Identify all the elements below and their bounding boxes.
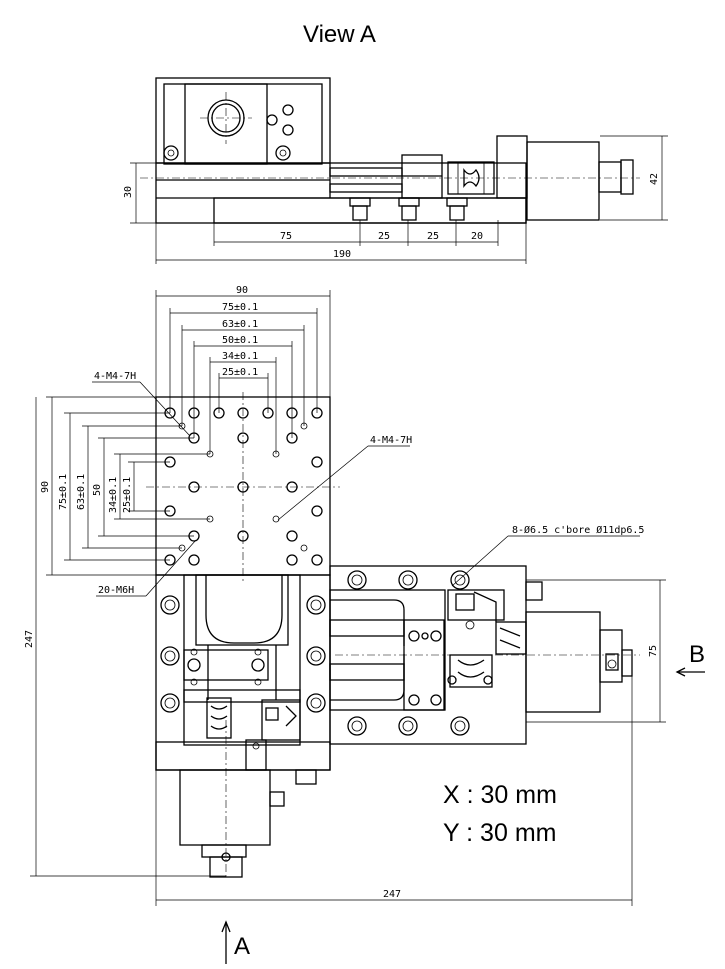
dim-63: 63±0.1 — [222, 319, 258, 330]
callout-m6: 20-M6H — [98, 585, 134, 596]
dim-42-side: 42 — [649, 173, 660, 185]
dim-34: 34±0.1 — [222, 351, 258, 362]
dim-20-side: 20 — [471, 231, 483, 242]
dim-75: 75±0.1 — [222, 302, 258, 313]
dim-50: 50±0.1 — [222, 335, 258, 346]
dim-25: 25±0.1 — [222, 367, 258, 378]
dim-247-left: 247 — [24, 630, 35, 648]
callout-m4-right: 4-M4-7H — [370, 435, 412, 446]
dim-30-side: 30 — [123, 186, 134, 198]
dim-75-side: 75 — [280, 231, 292, 242]
dim-90-top: 90 — [236, 285, 248, 296]
arrow-b-label: B — [689, 641, 705, 668]
dim-75-left: 75±0.1 — [58, 474, 69, 510]
side-view — [140, 77, 640, 224]
x-travel-spec: X : 30 mm — [443, 781, 557, 809]
plan-view — [146, 392, 640, 880]
dim-90-left: 90 — [40, 481, 51, 493]
dim-25b-side: 25 — [427, 231, 439, 242]
dim-247-bottom: 247 — [383, 889, 401, 900]
y-travel-spec: Y : 30 mm — [443, 819, 556, 847]
dim-25-left: 25±0.1 — [122, 477, 133, 513]
dim-190-side: 190 — [333, 249, 351, 260]
dim-75-right: 75 — [648, 645, 659, 657]
dim-50-left: 50 — [92, 484, 103, 496]
plan-dimensions: 90 75±0.1 63±0.1 50±0.1 34±0.1 25±0.1 90… — [24, 285, 666, 906]
callout-cbore: 8-Ø6.5 c'bore Ø11dp6.5 — [512, 524, 644, 536]
dim-63-left: 63±0.1 — [76, 474, 87, 510]
callouts: 4-M4-7H 4-M4-7H 20-M6H 8-Ø6.5 c'bore Ø11… — [92, 371, 644, 597]
stage-holes — [164, 407, 323, 566]
callout-m4-left: 4-M4-7H — [94, 371, 136, 382]
arrow-a-label: A — [234, 933, 250, 960]
dim-34-left: 34±0.1 — [108, 477, 119, 513]
view-a-title: View A — [303, 21, 376, 48]
side-view-dimensions: 75 25 25 20 190 30 42 — [123, 135, 668, 264]
view-arrows: A B — [221, 641, 705, 964]
dim-25a-side: 25 — [378, 231, 390, 242]
